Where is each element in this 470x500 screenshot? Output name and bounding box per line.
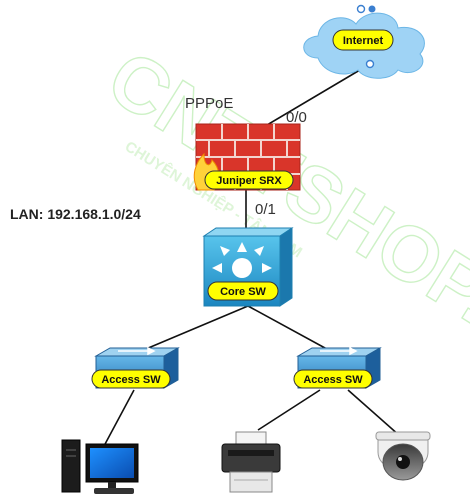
switch-arrows-icon [118, 346, 156, 356]
link-core-access-right [247, 305, 337, 355]
access-switch-left: Access SW [91, 346, 180, 389]
link-core-access-left [133, 305, 249, 355]
core-switch-label: Core SW [220, 286, 266, 298]
internet-cloud: Internet [303, 4, 425, 79]
wan-port-label: 0/0 [286, 109, 307, 126]
firewall-label-pill [204, 170, 294, 190]
lan-subnet-label: LAN: 192.168.1.0/24 [10, 206, 141, 222]
core-switch-side [279, 227, 293, 307]
link-access-left-pc [103, 389, 135, 447]
link-internet-firewall [261, 63, 371, 129]
handle-icon [365, 59, 375, 69]
internet-label: Internet [343, 35, 384, 47]
tower-icon [61, 439, 81, 493]
firewall-label: Juniper SRX [216, 175, 282, 187]
monitor-screen [90, 448, 134, 478]
lan-port-label: 0/1 [255, 201, 276, 218]
access-switch-right-label: Access SW [303, 374, 363, 386]
pc-icon [61, 439, 139, 494]
handle-icon [356, 4, 366, 14]
access-switch-left-label: Access SW [101, 374, 161, 386]
switch-arrows-icon [320, 346, 358, 356]
output-tray-icon [229, 471, 273, 493]
handle-icon [368, 5, 376, 13]
access-switch-left-label-pill [91, 369, 171, 389]
core-switch: Core SW [202, 227, 294, 307]
link-access-right-printer [257, 389, 321, 431]
access-switch-right: Access SW [293, 346, 382, 389]
firewall-device: Juniper SRX [193, 123, 301, 191]
camera-icon [375, 431, 431, 481]
wan-protocol-label: PPPoE [185, 95, 233, 112]
printer-icon [221, 431, 281, 493]
watermark: CNTTSHOP.vn CHUYÊN NGHIỆP - TẬN TÂM [92, 32, 470, 390]
camera-mount [375, 431, 431, 441]
access-switch-right-label-pill [293, 369, 373, 389]
keyboard-icon [94, 488, 134, 494]
links [103, 63, 401, 447]
link-access-right-camera [347, 389, 401, 437]
core-switch-top [202, 227, 294, 237]
core-switch-label-pill [207, 281, 279, 301]
internet-label-pill [332, 29, 394, 51]
watermark-main: CNTTSHOP.vn [93, 33, 470, 389]
